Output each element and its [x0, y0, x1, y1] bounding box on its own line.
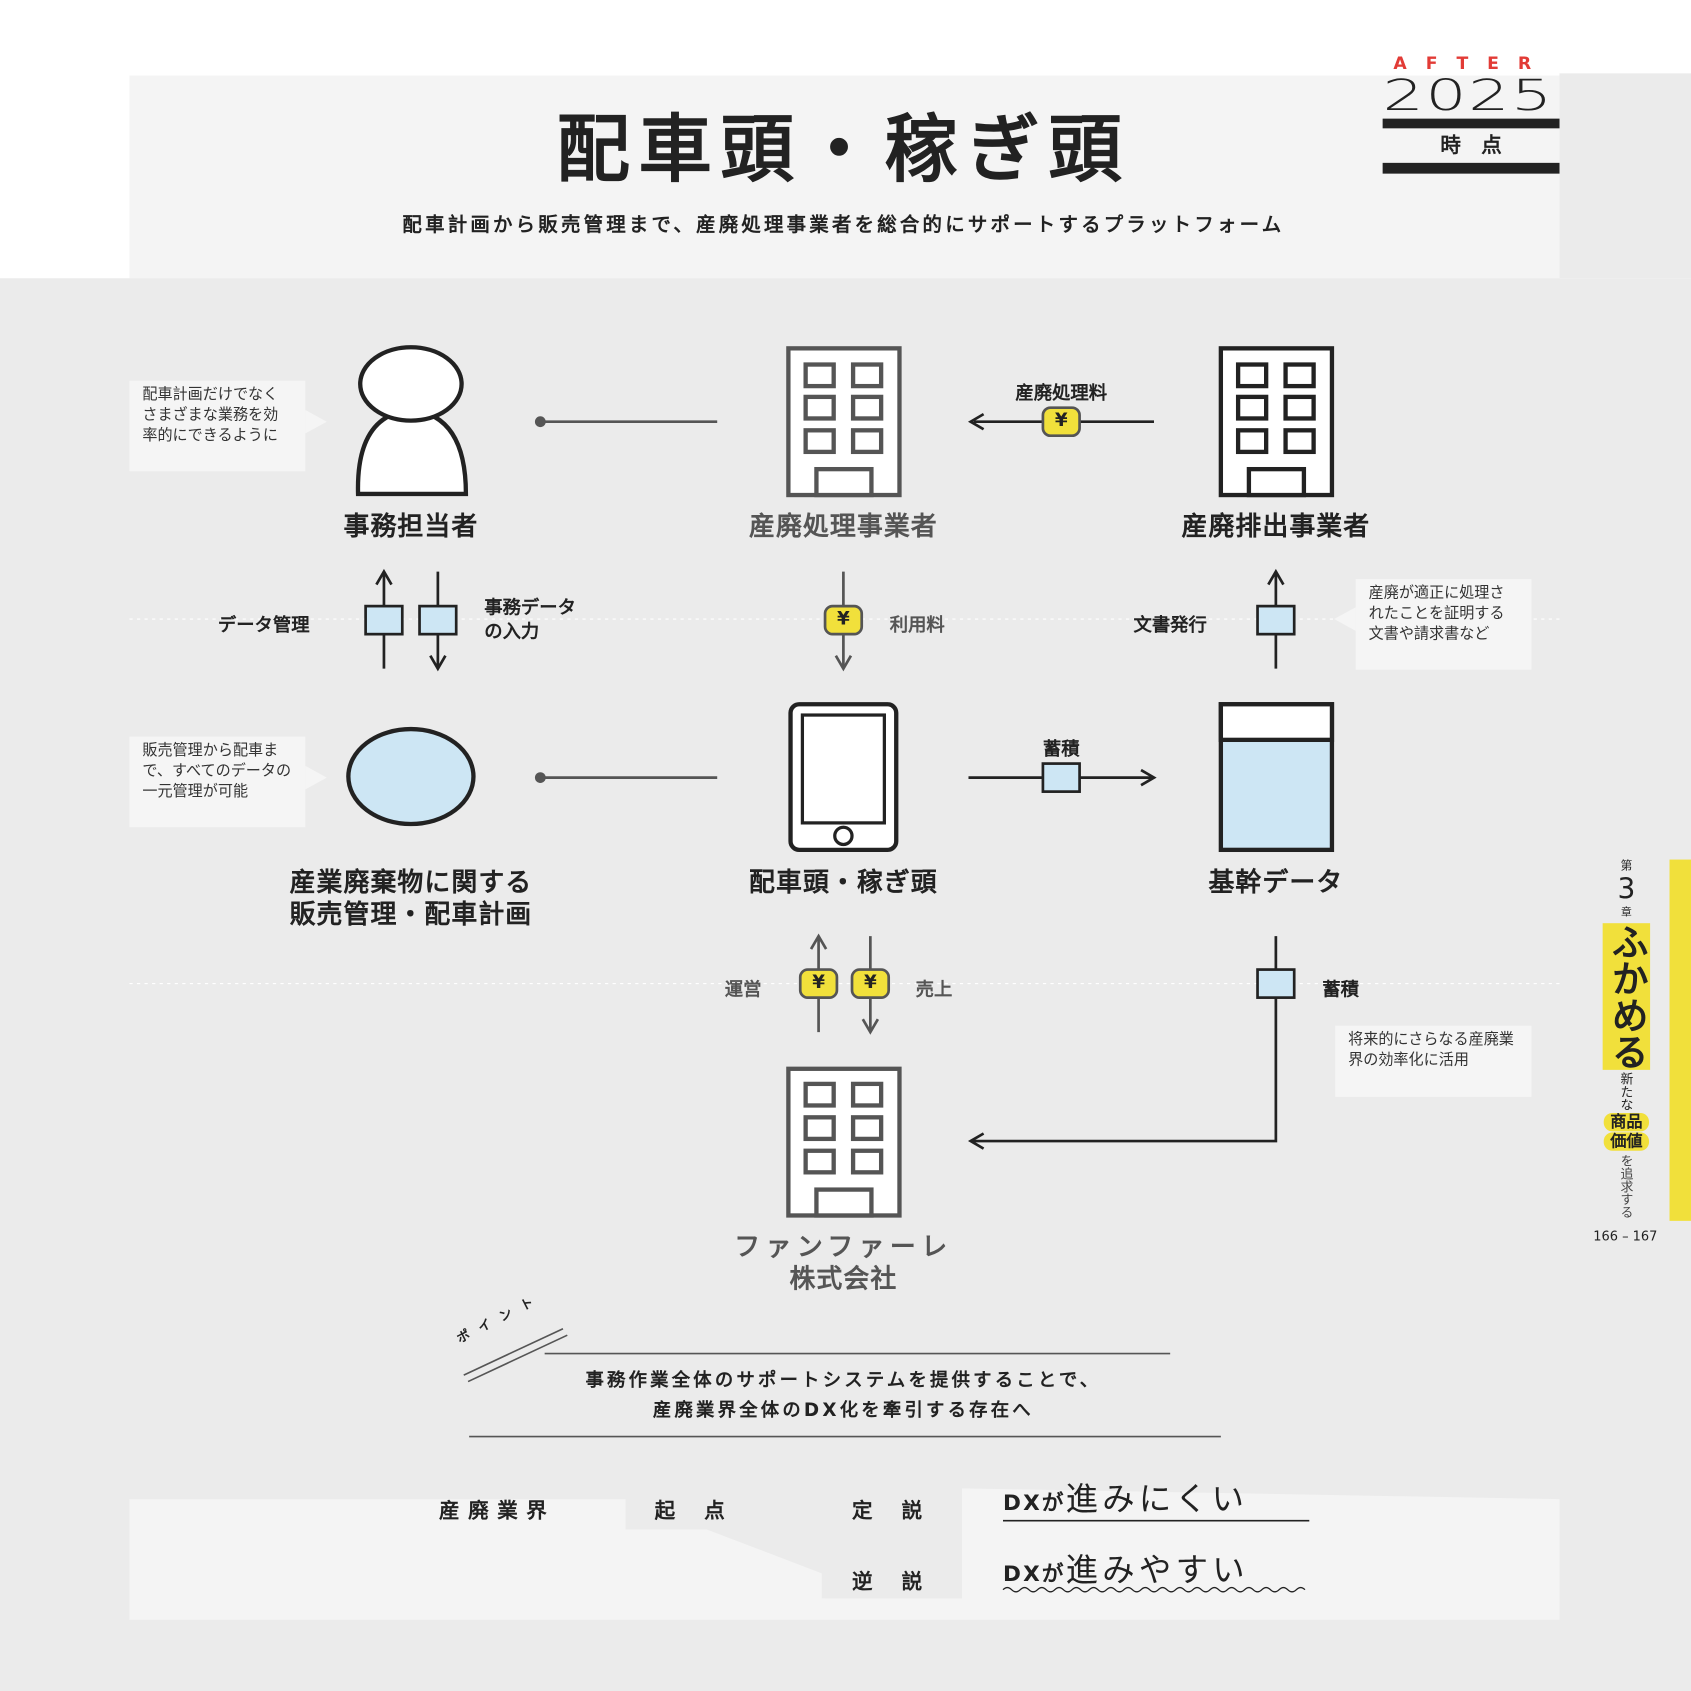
building-icon-company: [786, 1066, 902, 1218]
flow-accumulate-2: 蓄積: [1322, 979, 1359, 1001]
node-company-label-2: 株式会社: [789, 1264, 898, 1295]
chapter-number: 3: [1617, 873, 1636, 906]
flow-disposal-fee: 産廃処理料: [1015, 382, 1108, 405]
year-label: 2025: [1382, 71, 1554, 121]
page-subtitle: 配車計画から販売管理まで、産廃処理事業者を総合的にサポートするプラットフォーム: [402, 213, 1285, 237]
flow-operation: 運営: [724, 979, 762, 1001]
right-strip: [1559, 73, 1691, 279]
after-label: A F T E R: [1393, 52, 1538, 74]
yen-icon: ¥: [863, 971, 877, 994]
note-clerk: 配車計画だけでなくさまざまな業務を効率的にできるように: [129, 380, 306, 472]
node-app-label: 配車頭・稼ぎ頭: [749, 867, 938, 898]
flow-clerk-input-1: 事務データ: [484, 597, 576, 620]
yen-icon: ¥: [837, 608, 850, 630]
person-icon: [355, 345, 469, 497]
flow-data-management: データ管理: [217, 614, 310, 637]
flow-sales: 売上: [915, 979, 953, 1001]
flow-document-issue: 文書発行: [1133, 614, 1207, 637]
header-panel: [129, 75, 1560, 279]
point-line-1: 事務作業全体のサポートシステムを提供することで、: [585, 1369, 1102, 1392]
core-data-icon: [1218, 702, 1335, 853]
node-sales-label-1: 産業廃棄物に関する: [289, 867, 533, 898]
building-icon-emitter: [1218, 346, 1335, 498]
database-ellipse-icon: [346, 726, 476, 827]
sidebar-tag-value: 価値: [1603, 1132, 1650, 1151]
page-title: 配車頭・稼ぎ頭: [556, 107, 1131, 194]
conventional-text-a: DXが: [1003, 1489, 1066, 1516]
conventional-label: 定 説: [852, 1499, 927, 1523]
node-clerk-label: 事務担当者: [343, 511, 479, 542]
building-icon-processor: [786, 346, 902, 498]
node-core-data-label: 基幹データ: [1208, 867, 1344, 898]
conventional-text-b: 進みにくい: [1065, 1480, 1249, 1519]
yen-icon: ¥: [812, 971, 825, 994]
note-future: 将来的にさらなる産廃業界の効率化に活用: [1335, 1025, 1532, 1097]
badge-bar-top: [1382, 118, 1560, 129]
chapter-pre: 第: [1620, 858, 1633, 873]
note-sales: 販売管理から配車まで、すべてのデータの一元管理が可能: [129, 736, 306, 828]
node-emitter-label: 産廃排出事業者: [1181, 511, 1371, 542]
reverse-text-b: 進みやすい: [1065, 1551, 1249, 1590]
origin-label: 起 点: [654, 1499, 730, 1523]
flow-usage-fee: 利用料: [889, 614, 945, 637]
node-company-label-1: ファンファーレ: [734, 1231, 953, 1262]
smartphone-icon: [788, 702, 899, 853]
flow-accumulate-1: 蓄積: [1042, 738, 1080, 761]
reverse-text: DXが進みやすい: [1003, 1553, 1249, 1594]
point-in-time-label: 時 点: [1440, 133, 1502, 158]
sidebar-tag-product: 商品: [1603, 1112, 1650, 1132]
node-sales-label-2: 販売管理・配車計画: [289, 899, 533, 930]
sidebar-title: ふかめる: [1604, 923, 1648, 1070]
chapter-post: 章: [1620, 907, 1632, 919]
sidebar-sub2: を追求する: [1618, 1153, 1634, 1219]
industry-label: 産廃業界: [438, 1499, 556, 1523]
diagram-background: [0, 278, 1691, 1691]
page-numbers: 166 – 167: [1593, 1228, 1658, 1244]
conventional-text: DXが進みにくい: [1003, 1480, 1249, 1523]
yen-icon: ¥: [1054, 409, 1068, 432]
badge-bar-bottom: [1382, 162, 1560, 174]
note-document: 産廃が適正に処理されたことを証明する文書や請求書など: [1355, 579, 1532, 670]
reverse-label: 逆 説: [852, 1570, 927, 1595]
point-line-2: 産廃業界全体のDX化を牽引する存在へ: [652, 1399, 1034, 1422]
node-processor-label: 産廃処理事業者: [749, 511, 938, 542]
sidebar-sub1: 新たな: [1618, 1072, 1634, 1111]
reverse-text-a: DXが: [1003, 1560, 1066, 1587]
flow-clerk-input-2: の入力: [484, 621, 540, 643]
